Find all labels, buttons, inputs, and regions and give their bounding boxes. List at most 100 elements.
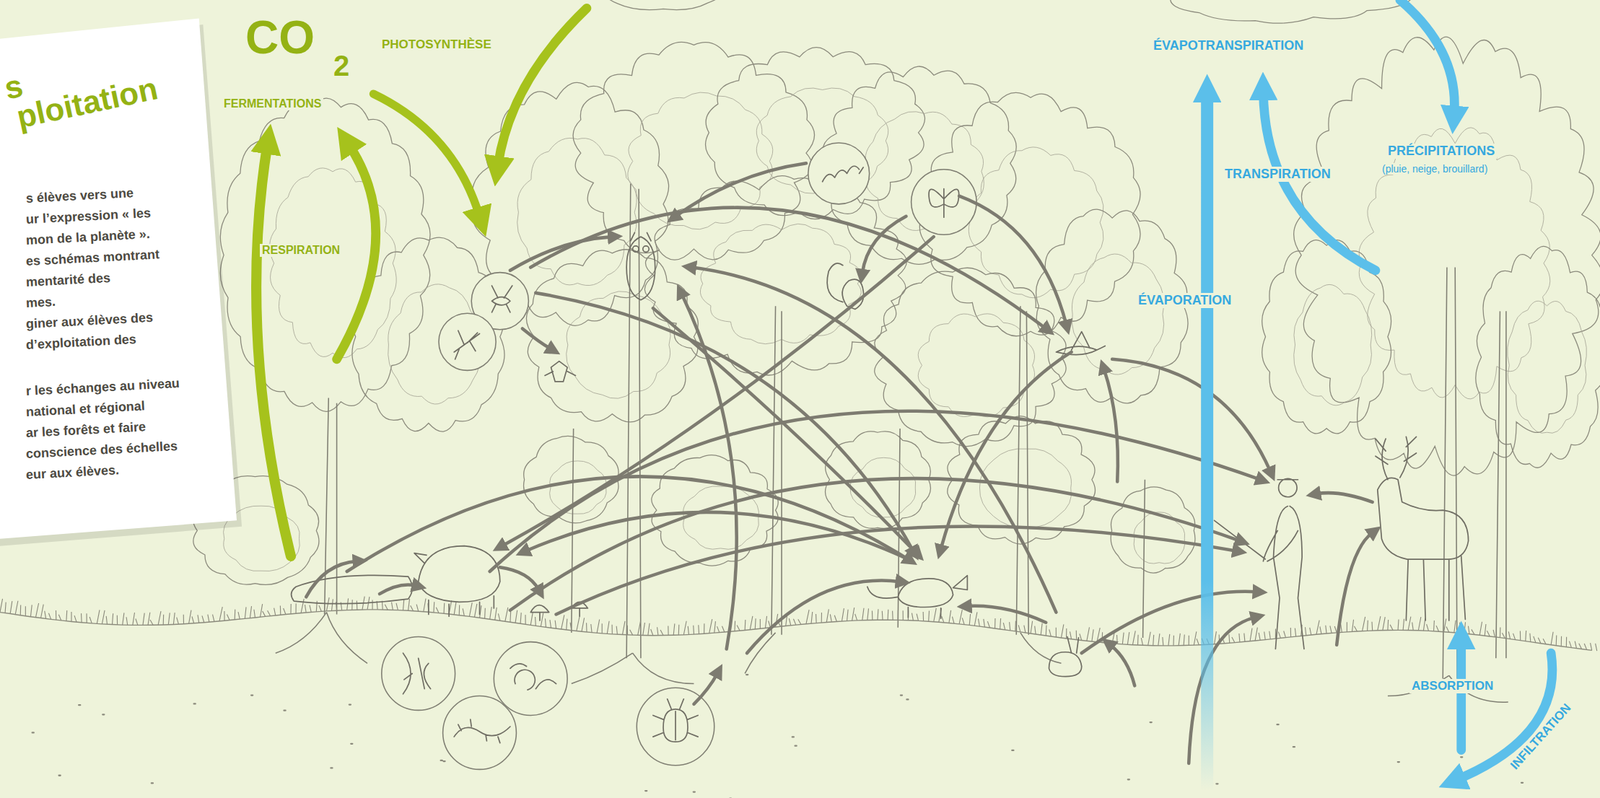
tree-canopy: [573, 41, 815, 260]
tree-canopy: [1294, 36, 1600, 476]
cycle-label: FERMENTATIONS: [221, 97, 324, 111]
food-web-arrow: [347, 476, 909, 572]
tree-foliage: [683, 486, 760, 550]
card-text: giner aux élèves des: [25, 310, 153, 332]
cycle-label: (pluie, neige, brouillard): [1379, 163, 1490, 175]
centipede-sketch: [453, 719, 511, 744]
card-text: mes.: [25, 294, 56, 312]
text-card: [0, 18, 242, 546]
food-web-arrow: [1336, 532, 1372, 646]
tree-canopy: [651, 455, 778, 566]
tree-foliage: [549, 461, 607, 514]
food-web-arrow: [556, 526, 1237, 615]
vignette-circle: [911, 169, 977, 236]
food-web-arrow: [1188, 617, 1256, 764]
tree-canopy: [1475, 246, 1600, 468]
tree-trunk: [1496, 311, 1507, 659]
food-web-arrow: [941, 352, 1072, 550]
cycle-label: PHOTOSYNTHÈSE: [379, 37, 494, 52]
food-web-arrow: [967, 606, 1046, 623]
tree-canopy: [523, 435, 620, 524]
cycle-label: ABSORPTION: [1409, 679, 1496, 694]
tree-roots: [275, 612, 1509, 703]
tree-foliage: [917, 313, 1035, 418]
boar-sketch: [414, 546, 501, 618]
tree-foliage: [1071, 254, 1164, 375]
log-mushrooms-sketch: [291, 575, 589, 621]
food-web-arrow: [379, 584, 417, 594]
tree-trunk: [771, 305, 782, 635]
tree-canopy: [603, 0, 726, 11]
roots-vignette-sketch: [402, 653, 431, 695]
evaporation-arrow: [1200, 93, 1214, 789]
tree-foliage: [1358, 127, 1551, 400]
tree-foliage: [1294, 284, 1372, 405]
card-text: r les échanges au niveau: [25, 376, 180, 400]
tree-foliage: [1507, 300, 1588, 434]
food-web-arrow: [510, 478, 1240, 611]
tree-trunk: [324, 398, 338, 615]
card-text: d’exploitation des: [25, 331, 137, 353]
card-text: national et régional: [25, 398, 146, 420]
vignette-circle: [636, 687, 714, 765]
cycle-label: TRANSPIRATION: [1222, 166, 1333, 182]
bird-sketch: [1055, 331, 1105, 356]
tree-canopy: [1147, 0, 1427, 24]
food-web-arrow: [305, 561, 358, 598]
card-sheet: [0, 18, 237, 539]
food-web-arrow: [1109, 645, 1135, 687]
co2-uptake-arrow: [373, 93, 480, 217]
mosquito-sketch: [453, 330, 480, 360]
card-text: es schémas montrant: [25, 246, 160, 269]
vignette-circle: [808, 142, 870, 205]
card-text: mentarité des: [25, 270, 111, 291]
owl-sketch: [626, 232, 656, 300]
water-cycle-arrows: [1207, 0, 1553, 789]
tree-foliage: [566, 291, 671, 400]
tree-foliage: [700, 223, 861, 344]
food-web-arrow: [490, 411, 1261, 572]
food-web-arrow: [525, 512, 908, 560]
vignette-circle: [493, 642, 568, 716]
card-text: ar les forêts et faire: [25, 419, 146, 441]
card-heading: ploitation: [13, 70, 161, 136]
hunter-sketch: [1214, 478, 1305, 649]
card-text: ur l’expression « les: [25, 205, 151, 228]
food-web-arrow: [510, 236, 612, 271]
cycle-label: INFILTRATION: [1506, 699, 1576, 774]
food-web-arrow: [1104, 369, 1118, 483]
tree-canopy: [526, 249, 698, 423]
beetle-sketch: [653, 699, 698, 742]
food-web-arrow: [1316, 492, 1373, 503]
tree-canopy: [874, 267, 1066, 447]
deer-sketch: [1375, 436, 1469, 621]
precipitation-arrow: [1400, 0, 1455, 115]
fly-sketch: [492, 285, 513, 313]
snail-worm-sketch: [510, 663, 557, 690]
tree-trunk: [1442, 267, 1458, 680]
food-web-arrow: [746, 580, 900, 654]
food-web-arrow: [1081, 591, 1258, 654]
cycle-label: ÉVAPOTRANSPIRATION: [1151, 38, 1306, 54]
food-web-arrow: [1112, 359, 1271, 472]
food-web-arrow: [500, 567, 540, 590]
infiltration-arrow: [1457, 653, 1553, 780]
tree-trunk: [1016, 305, 1029, 635]
cycle-label: 2: [333, 49, 350, 83]
absorption-arrow: [1456, 640, 1466, 750]
caterpillar-sketch: [822, 165, 864, 182]
tree-canopy: [705, 47, 926, 220]
card-text: mon de la planète ».: [25, 226, 151, 249]
tree-canopy: [644, 176, 907, 376]
food-web-arrow: [522, 328, 552, 349]
butterfly-sketch: [928, 189, 960, 218]
cycle-label: RESPIRATION: [259, 243, 343, 257]
bat-sketch: [544, 361, 576, 382]
tree-foliage: [968, 147, 1104, 299]
vignette-circle: [381, 637, 456, 711]
card-text: eur aux élèves.: [25, 462, 120, 483]
food-web-arrow: [681, 293, 737, 649]
soil-specks: [32, 666, 1556, 798]
